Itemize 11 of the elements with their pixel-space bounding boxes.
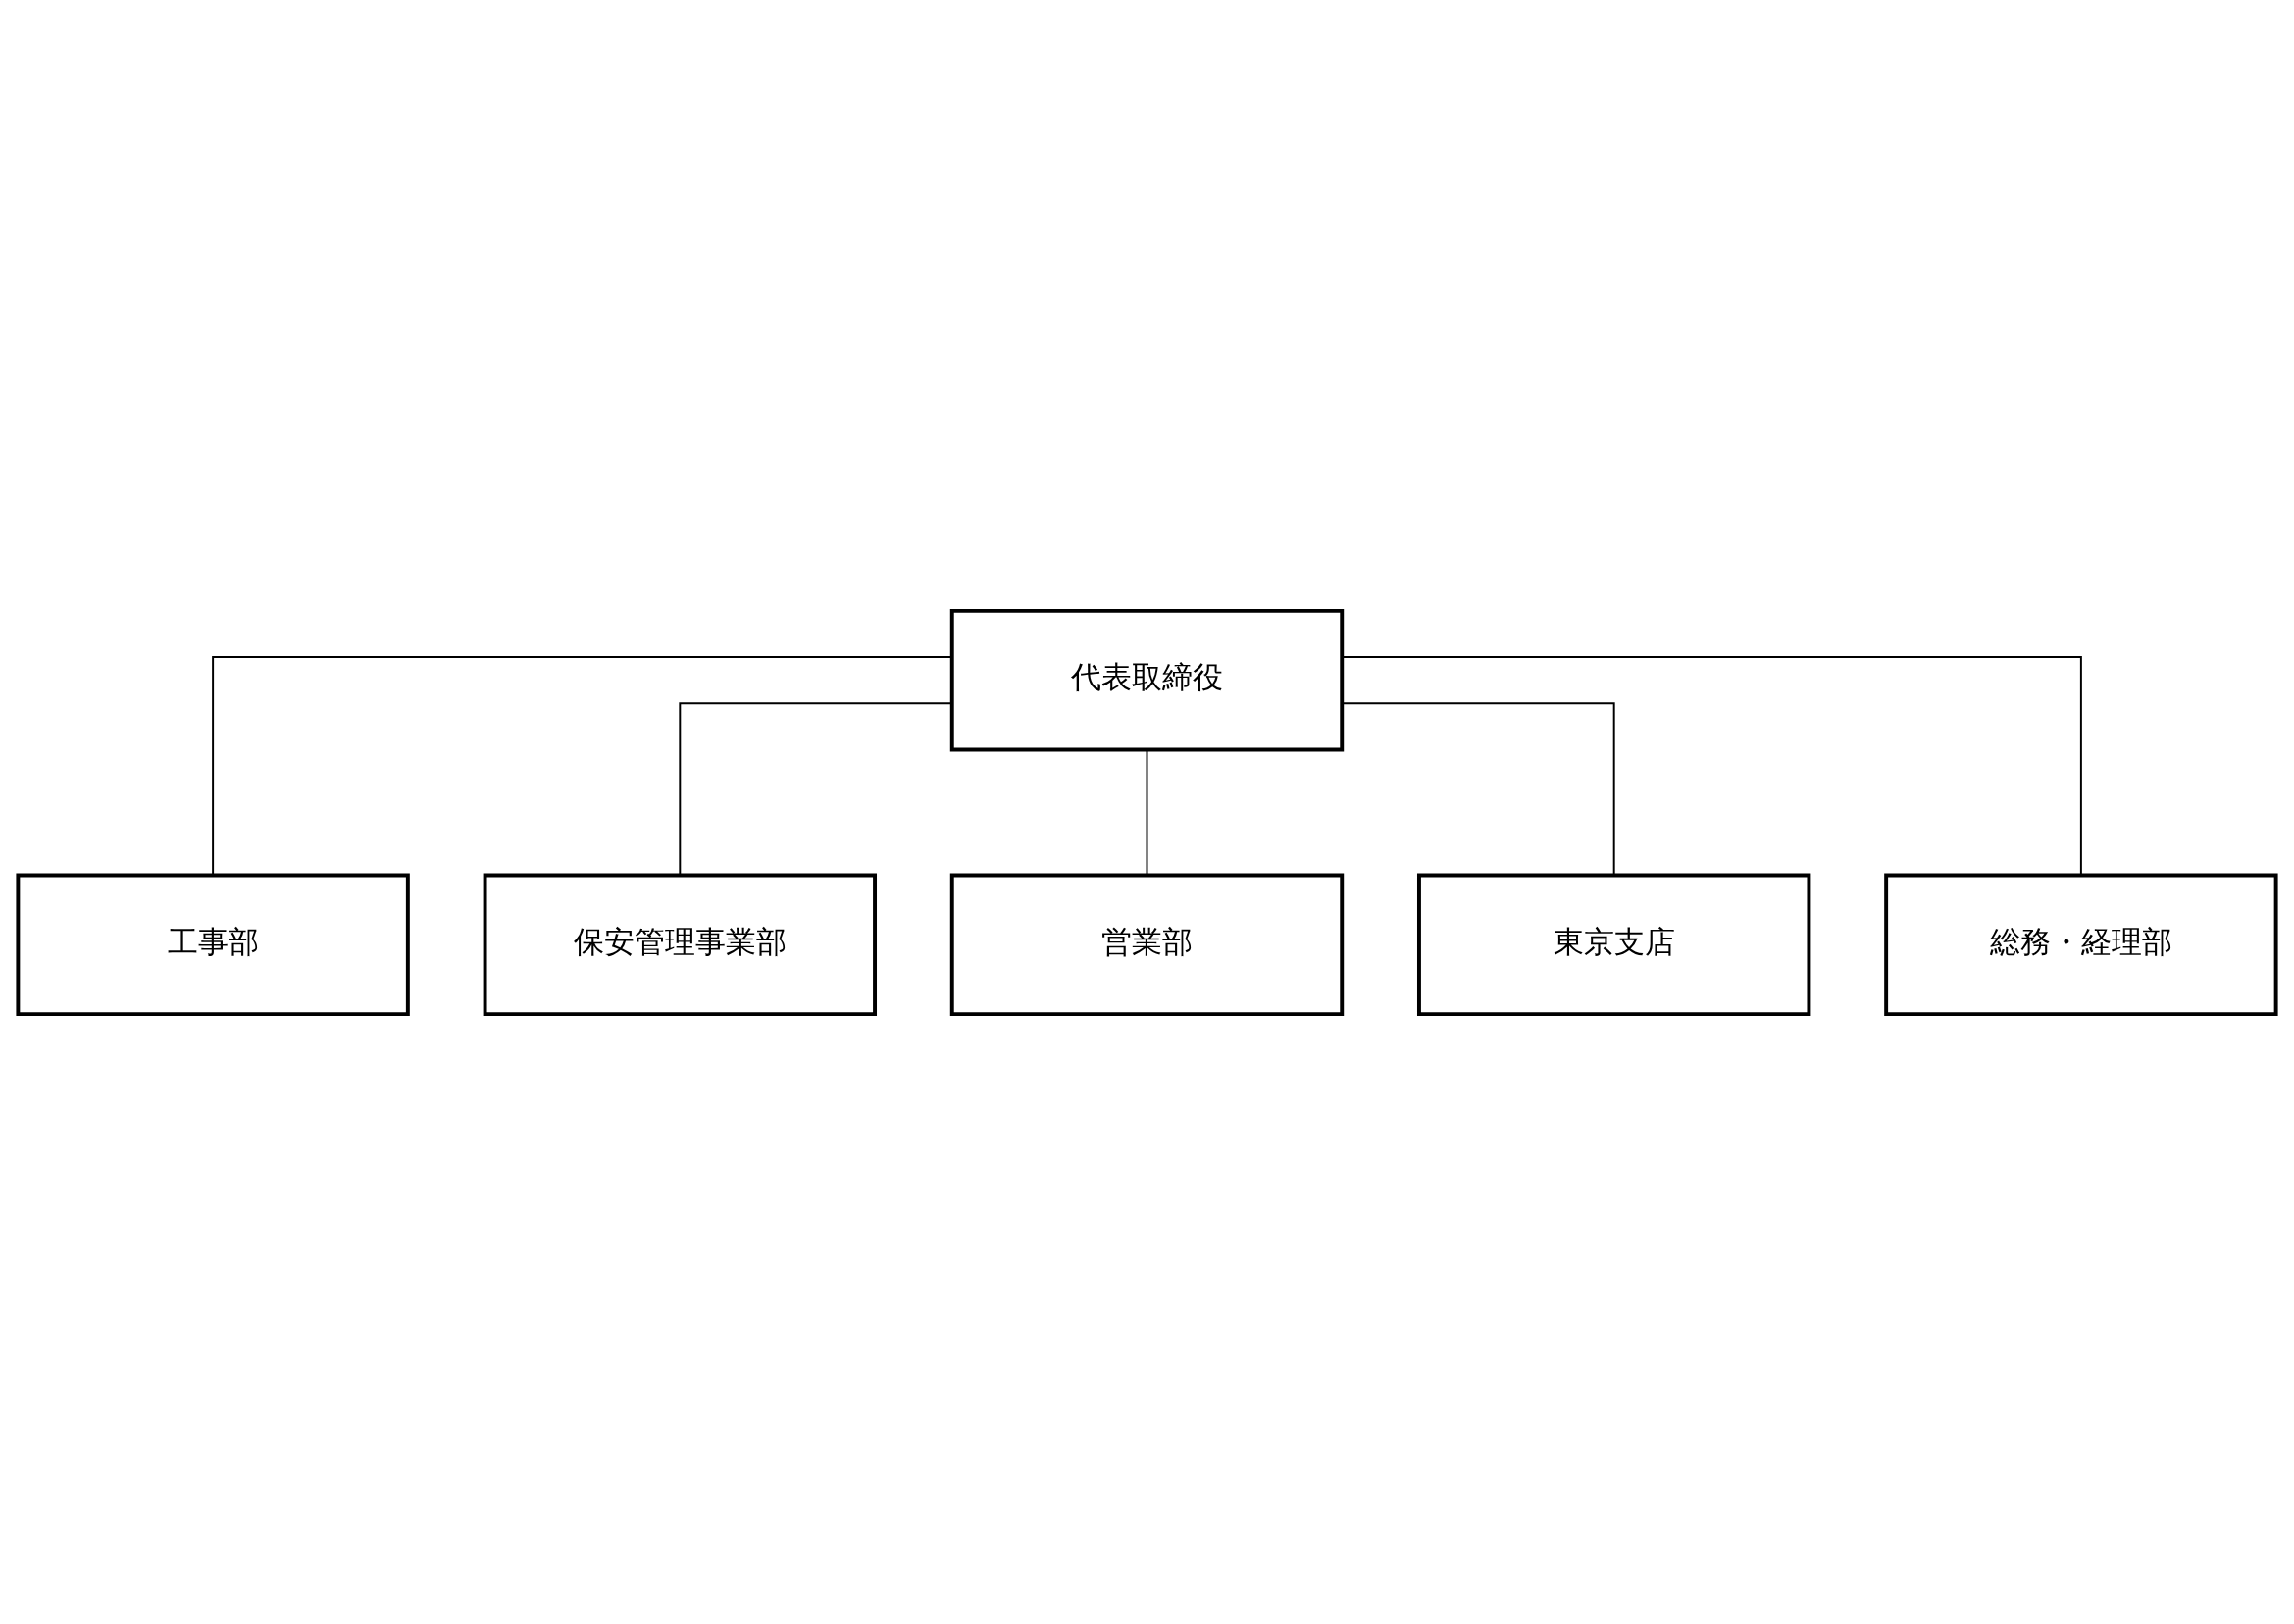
node-box: 保安管理事業部: [483, 873, 877, 1016]
connector: [679, 701, 953, 876]
node-box: 営業部: [949, 873, 1345, 1016]
connector: [212, 655, 953, 876]
node-box: 工事部: [16, 873, 410, 1016]
connector: [1146, 748, 1148, 876]
connector: [1341, 655, 2082, 876]
connector: [1341, 701, 1615, 876]
node-box: 東京支店: [1417, 873, 1811, 1016]
node-box: 代表取締役: [949, 608, 1345, 751]
node-box: 総務・経理部: [1884, 873, 2278, 1016]
